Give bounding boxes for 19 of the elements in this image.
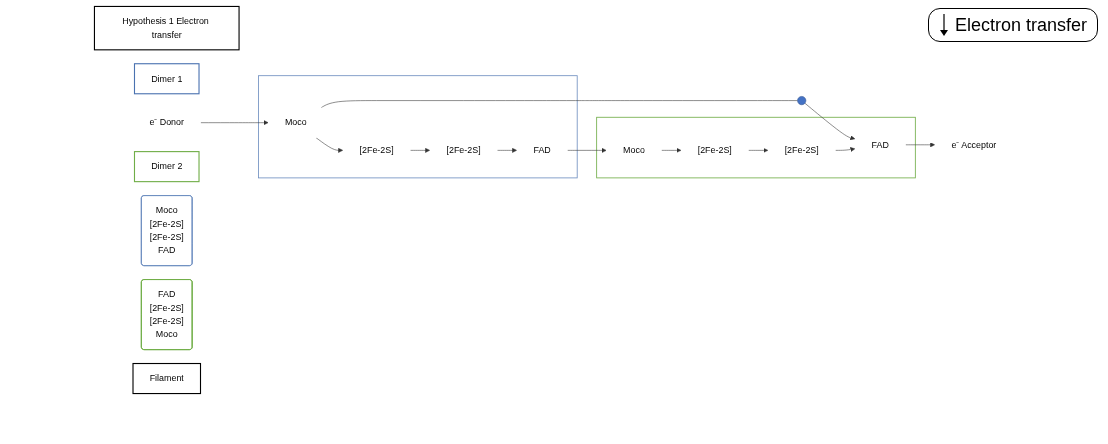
node-box: Dimer 1 [134, 63, 200, 95]
node-text: e⁻ Acceptor [951, 139, 997, 150]
node-box: Hypothesis 1 Electron transfer [94, 5, 240, 51]
node-text: Moco [285, 117, 307, 128]
node-text: [2Fe-2S] [784, 145, 820, 155]
node-text: [2Fe-2S] [359, 145, 394, 155]
node-text: FAD [533, 145, 552, 155]
connector [321, 100, 799, 108]
node-text: [2Fe-2S] [446, 145, 481, 155]
cluster [258, 75, 578, 179]
node-text: FAD [871, 139, 890, 150]
node-text: Moco [623, 145, 646, 155]
node-text: [2Fe-2S] [697, 145, 733, 155]
node-box: Dimer 2 [134, 151, 200, 183]
cluster [596, 116, 916, 179]
legend-text: Electron transfer [954, 14, 1087, 36]
node-cross [797, 96, 807, 106]
node-box: Filament [132, 362, 202, 395]
node-text: e⁻ Donor [149, 117, 185, 128]
